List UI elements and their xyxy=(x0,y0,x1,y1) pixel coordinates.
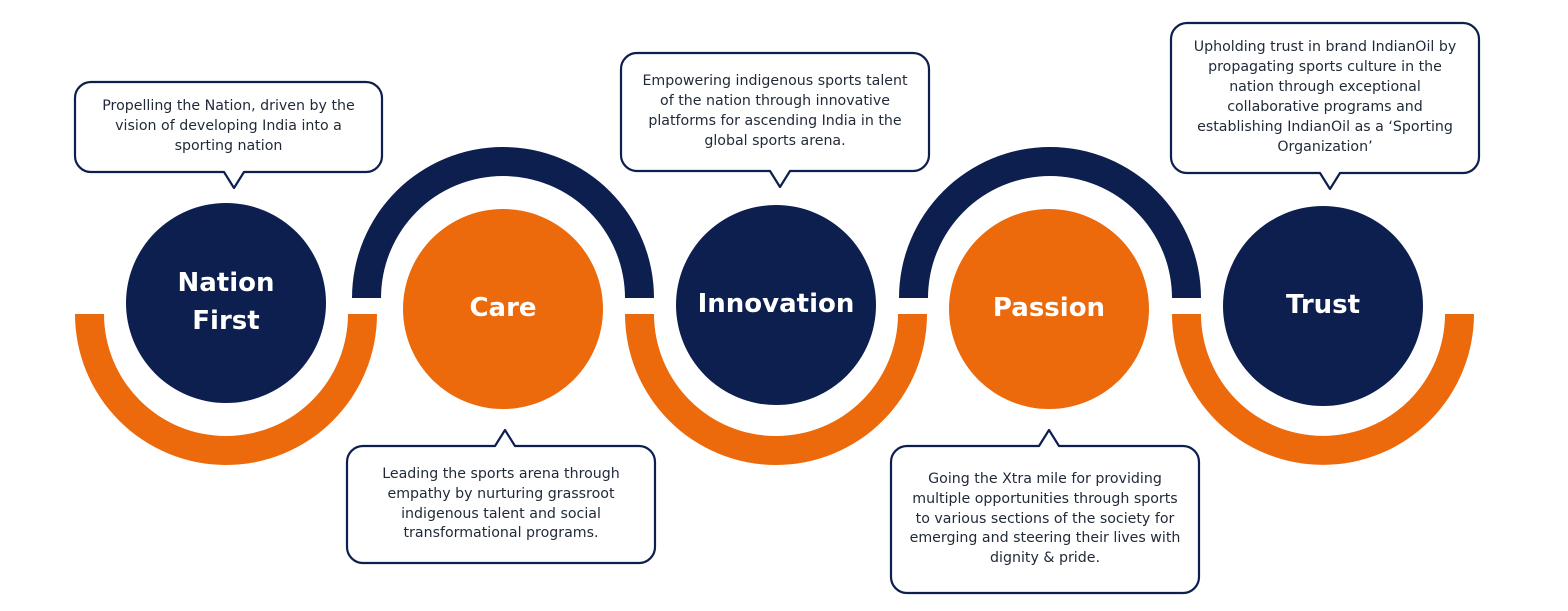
callout-passion xyxy=(889,428,1201,595)
value-title-innovation: Innovation xyxy=(676,205,876,405)
callout-innovation xyxy=(619,51,931,189)
value-title-trust: Trust xyxy=(1223,206,1423,406)
orange-lower-arc-2 xyxy=(625,314,927,465)
callout-care xyxy=(345,428,657,565)
value-circle-trust xyxy=(1223,206,1423,406)
callout-text-care: Leading the sports arena through empathy… xyxy=(382,465,620,542)
value-circle-innovation xyxy=(676,205,876,405)
orange-lower-arc-3 xyxy=(1172,314,1474,465)
value-title-line: Care xyxy=(469,293,537,324)
callout-group xyxy=(73,21,1481,595)
callout-nation-first xyxy=(73,80,384,190)
value-circle-nation-first xyxy=(126,203,326,403)
value-circle-passion xyxy=(949,209,1149,409)
callout-trust xyxy=(1169,21,1481,191)
value-title-line: Trust xyxy=(1285,290,1361,321)
value-title-line: Innovation xyxy=(697,289,855,320)
value-title-line: Passion xyxy=(992,293,1106,324)
callout-text-innovation: Empowering indigenous sports talent of t… xyxy=(642,73,908,149)
callout-text-passion: Going the Xtra mile for providing multip… xyxy=(909,470,1181,567)
callout-text-trust: Upholding trust in brand IndianOil by pr… xyxy=(1193,39,1457,155)
value-title-care: Care xyxy=(403,209,603,409)
callout-text-nation-first: Propelling the Nation, driven by the vis… xyxy=(102,98,355,154)
value-title-passion: Passion xyxy=(949,209,1149,409)
value-title-line: First xyxy=(192,306,260,336)
value-title-line: Nation xyxy=(177,268,275,299)
navy-upper-arc-2 xyxy=(899,147,1201,298)
value-circle-care xyxy=(403,209,603,409)
navy-upper-arc-1 xyxy=(352,147,654,298)
orange-lower-arc-1 xyxy=(75,314,377,465)
